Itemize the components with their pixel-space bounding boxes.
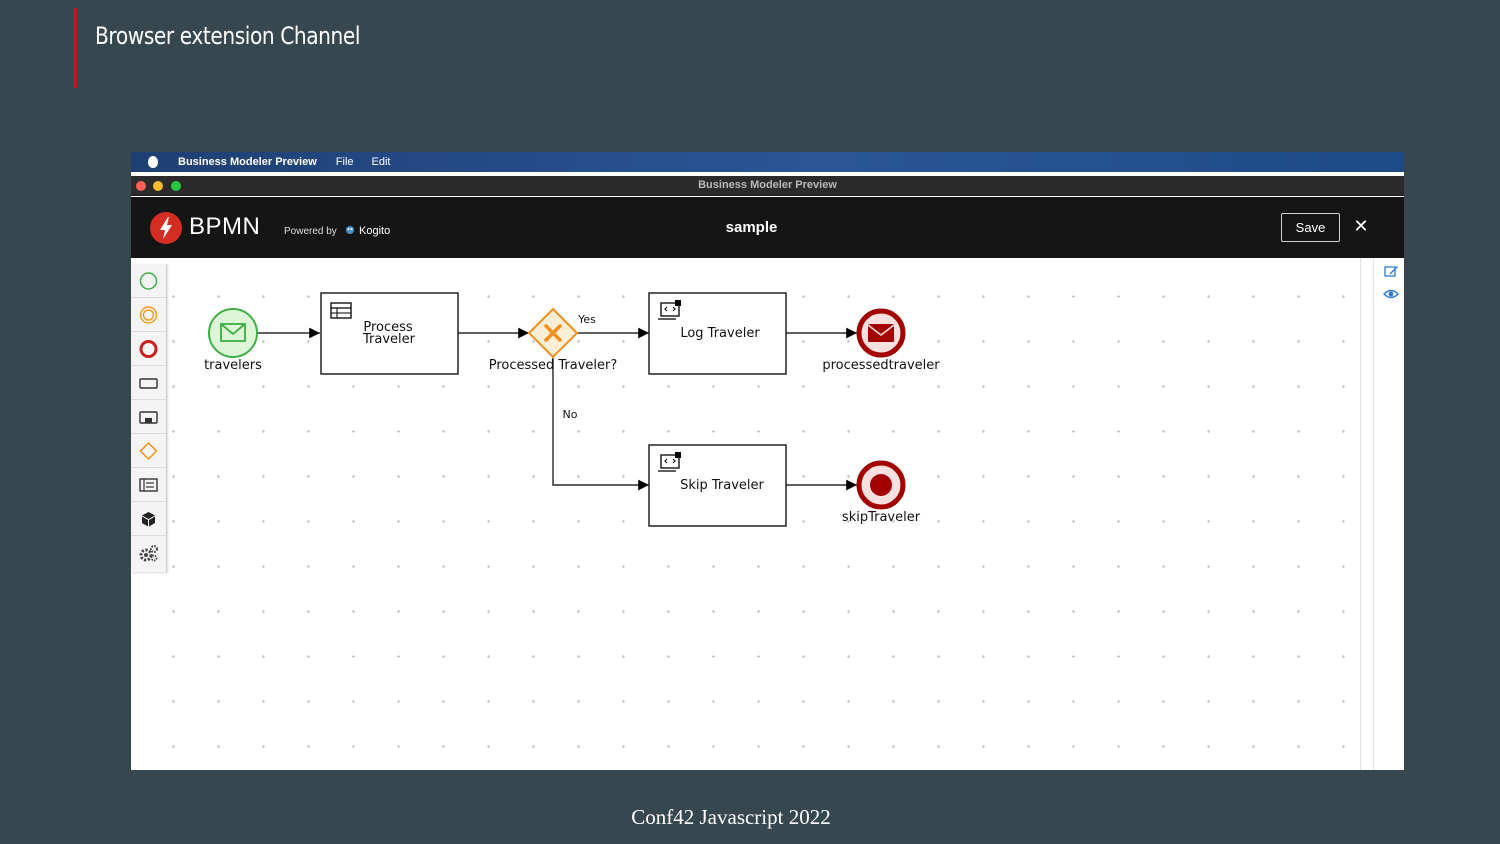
palette-gateways[interactable] (131, 434, 166, 468)
end-message-event[interactable] (856, 308, 906, 358)
window-title: Business Modeler Preview (698, 179, 837, 191)
no-flow-label: No (563, 408, 578, 421)
process-task-label-line2: Traveler (362, 332, 416, 347)
palette-subprocesses[interactable] (131, 400, 166, 434)
business-rule-icon (330, 302, 352, 319)
script-task-icon (658, 300, 681, 320)
app-screenshot: Business Modeler Preview File Edit Busin… (131, 152, 1404, 770)
apple-icon[interactable] (148, 156, 158, 168)
process-task-label-line1: Process (363, 320, 413, 335)
close-icon[interactable]: ✕ (1353, 216, 1369, 236)
menubar-app-name[interactable]: Business Modeler Preview (178, 156, 317, 168)
save-button[interactable]: Save (1281, 213, 1340, 242)
window-minimize-icon[interactable] (153, 181, 163, 191)
menu-file[interactable]: File (335, 156, 354, 168)
window-titlebar: Business Modeler Preview (131, 176, 1404, 196)
file-name: sample (725, 219, 778, 236)
palette-artifacts[interactable] (131, 502, 166, 536)
slide-footer: Conf42 Javascript 2022 (631, 805, 831, 829)
powered-by-label: Powered by (284, 226, 337, 237)
intermediate-event-icon (139, 306, 158, 324)
flow-gateway-to-skip[interactable] (552, 357, 649, 491)
end-skip-label: skipTraveler (842, 510, 921, 525)
shape-palette (131, 264, 167, 572)
start-event-icon (139, 272, 158, 290)
start-event-label: travelers (204, 358, 262, 373)
task-icon (139, 378, 158, 389)
palette-end-events[interactable] (131, 332, 166, 366)
kogito-label: Kogito (359, 225, 391, 237)
editor-header: BPMN Powered by Kogito sample Save ✕ (131, 197, 1404, 258)
end-terminate-event[interactable] (856, 460, 906, 510)
palette-intermediate-events[interactable] (131, 298, 166, 332)
subprocess-icon (139, 411, 158, 424)
end-event-icon (139, 340, 158, 358)
start-message-event[interactable] (208, 308, 258, 358)
preview-eye-icon[interactable] (1383, 287, 1399, 301)
palette-start-events[interactable] (131, 264, 166, 298)
bpmn-logo-icon (150, 212, 182, 244)
bpmn-logo-text: BPMN (189, 213, 261, 240)
data-object-icon (142, 512, 155, 527)
gateway-icon (139, 441, 158, 461)
custom-tasks-icon (139, 545, 158, 562)
kogito-icon (346, 226, 354, 234)
edit-properties-icon[interactable] (1383, 264, 1399, 278)
log-traveler-task[interactable] (648, 292, 787, 375)
yes-flow-label: Yes (577, 313, 596, 326)
window-close-icon[interactable] (136, 181, 146, 191)
palette-lanes[interactable] (131, 468, 166, 502)
gateway-label: Processed Traveler? (489, 358, 618, 373)
log-task-label: Log Traveler (680, 326, 760, 341)
right-side-panel (1360, 258, 1404, 770)
title-accent-bar (74, 8, 77, 88)
skip-traveler-task[interactable] (648, 444, 787, 527)
process-traveler-task[interactable] (320, 292, 459, 375)
palette-activities[interactable] (131, 366, 166, 400)
mac-menubar: Business Modeler Preview File Edit (131, 152, 1404, 172)
slide-title: Browser extension Channel (95, 22, 361, 50)
menu-edit[interactable]: Edit (371, 156, 391, 168)
palette-custom-tasks[interactable] (131, 536, 166, 570)
window-maximize-icon[interactable] (171, 181, 181, 191)
lane-icon (139, 478, 158, 492)
end-message-label: processedtraveler (822, 358, 940, 373)
exclusive-gateway[interactable] (527, 307, 579, 359)
panel-divider (1373, 258, 1374, 770)
script-task-icon (658, 452, 681, 472)
skip-task-label: Skip Traveler (680, 478, 764, 493)
diagram-canvas[interactable]: travelers Process Traveler Processed Tra… (131, 258, 1360, 770)
